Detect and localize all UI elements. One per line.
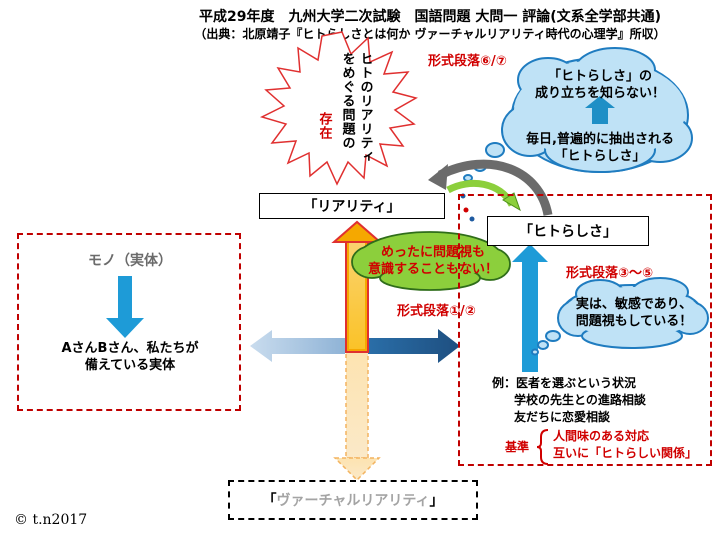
cloud-top-line1: 「ヒトらしさ」の	[547, 69, 652, 84]
burst-text-accent: 存在	[316, 112, 332, 140]
mono-description: AさんBさん、私たちが 備えている実体	[40, 340, 220, 374]
cloud-right	[531, 277, 709, 356]
cloud-top-text-b: 毎日,普遍的に抽出される 「ヒトらしさ」	[525, 131, 675, 165]
mono-line1: AさんBさん、私たちが	[61, 341, 199, 356]
mono-panel	[17, 233, 241, 411]
header-source: （出典：北原靖子『ヒトらしさとは何か ヴァーチャルリアリティ時代の心理学』所収）	[194, 27, 666, 41]
cloud-green-line2: 意識することもない！	[368, 262, 499, 277]
header-title: 平成29年度 九州大学二次試験 国語問題 大問一 評論(文系全学部共通)	[198, 9, 662, 25]
examples: 例：医者を選ぶという状況 学校の先生との進路相談 友だちに恋愛相談	[492, 375, 646, 426]
criteria-label: 基準	[505, 440, 530, 454]
virtual-vertical-arrow	[333, 349, 381, 482]
paragraph-label-3-5: 形式段落③〜⑤	[566, 266, 654, 281]
paragraph-label-6-7: 形式段落⑥/⑦	[428, 54, 507, 69]
criteria-bracket	[536, 429, 549, 465]
criteria-item2: 互いに「ヒトらしい関係」	[553, 446, 698, 460]
reality-box: 「リアリティ」	[259, 193, 445, 219]
mono-line2: 備えている実体	[84, 358, 176, 373]
left-arrow-light	[250, 330, 345, 362]
example-line2: 学校の先生との進路相談	[514, 393, 646, 407]
criteria-items: 人間味のある対応 互いに「ヒトらしい関係」	[553, 428, 697, 462]
cloud-top-line3: 毎日,普遍的に抽出される	[526, 132, 674, 147]
virtual-prefix: 「	[262, 493, 277, 509]
virtual-word: ヴァーチャルリアリティ	[276, 493, 430, 509]
virtual-reality-box: 「ヴァーチャルリアリティ」	[228, 480, 478, 520]
starburst-shape	[259, 31, 418, 186]
right-arrow-dark	[368, 329, 460, 363]
burst-text-main: ヒトのリアリティをめぐる問題の	[339, 52, 373, 164]
cloud-up-arrow	[585, 96, 615, 124]
cloud-top-text-a: 「ヒトらしさ」の 成り立ちを知らない！	[525, 68, 675, 102]
cloud-top-line2: 成り立ちを知らない！	[534, 86, 665, 101]
example-line3: 友だちに恋愛相談	[514, 410, 611, 424]
cloud-right-line1: 実は、敏感であり、	[575, 297, 693, 312]
cloud-top-line4: 「ヒトらしさ」	[554, 149, 646, 164]
cloud-green	[351, 231, 511, 291]
virtual-suffix: 」	[429, 493, 444, 509]
hitorashisa-panel	[458, 194, 712, 466]
cloud-right-text: 実は、敏感であり、 問題視もしている！	[572, 296, 696, 330]
copyright: © t.n2017	[14, 512, 88, 528]
example-line1: 例：医者を選ぶという状況	[492, 376, 637, 390]
criteria-item1: 人間味のある対応	[553, 429, 650, 443]
mono-down-arrow	[106, 276, 144, 338]
mono-label: モノ（実体）	[88, 253, 172, 269]
hitorashisa-up-arrow	[512, 244, 548, 372]
paragraph-label-1-2: 形式段落①/②	[397, 304, 476, 319]
burst-text: ヒトのリアリティをめぐる問題の 存在	[296, 52, 392, 170]
hitorashisa-box: 「ヒトらしさ」	[487, 216, 649, 246]
curved-arrow-grey	[437, 159, 553, 216]
cloud-right-line2: 問題視もしている！	[575, 314, 693, 329]
